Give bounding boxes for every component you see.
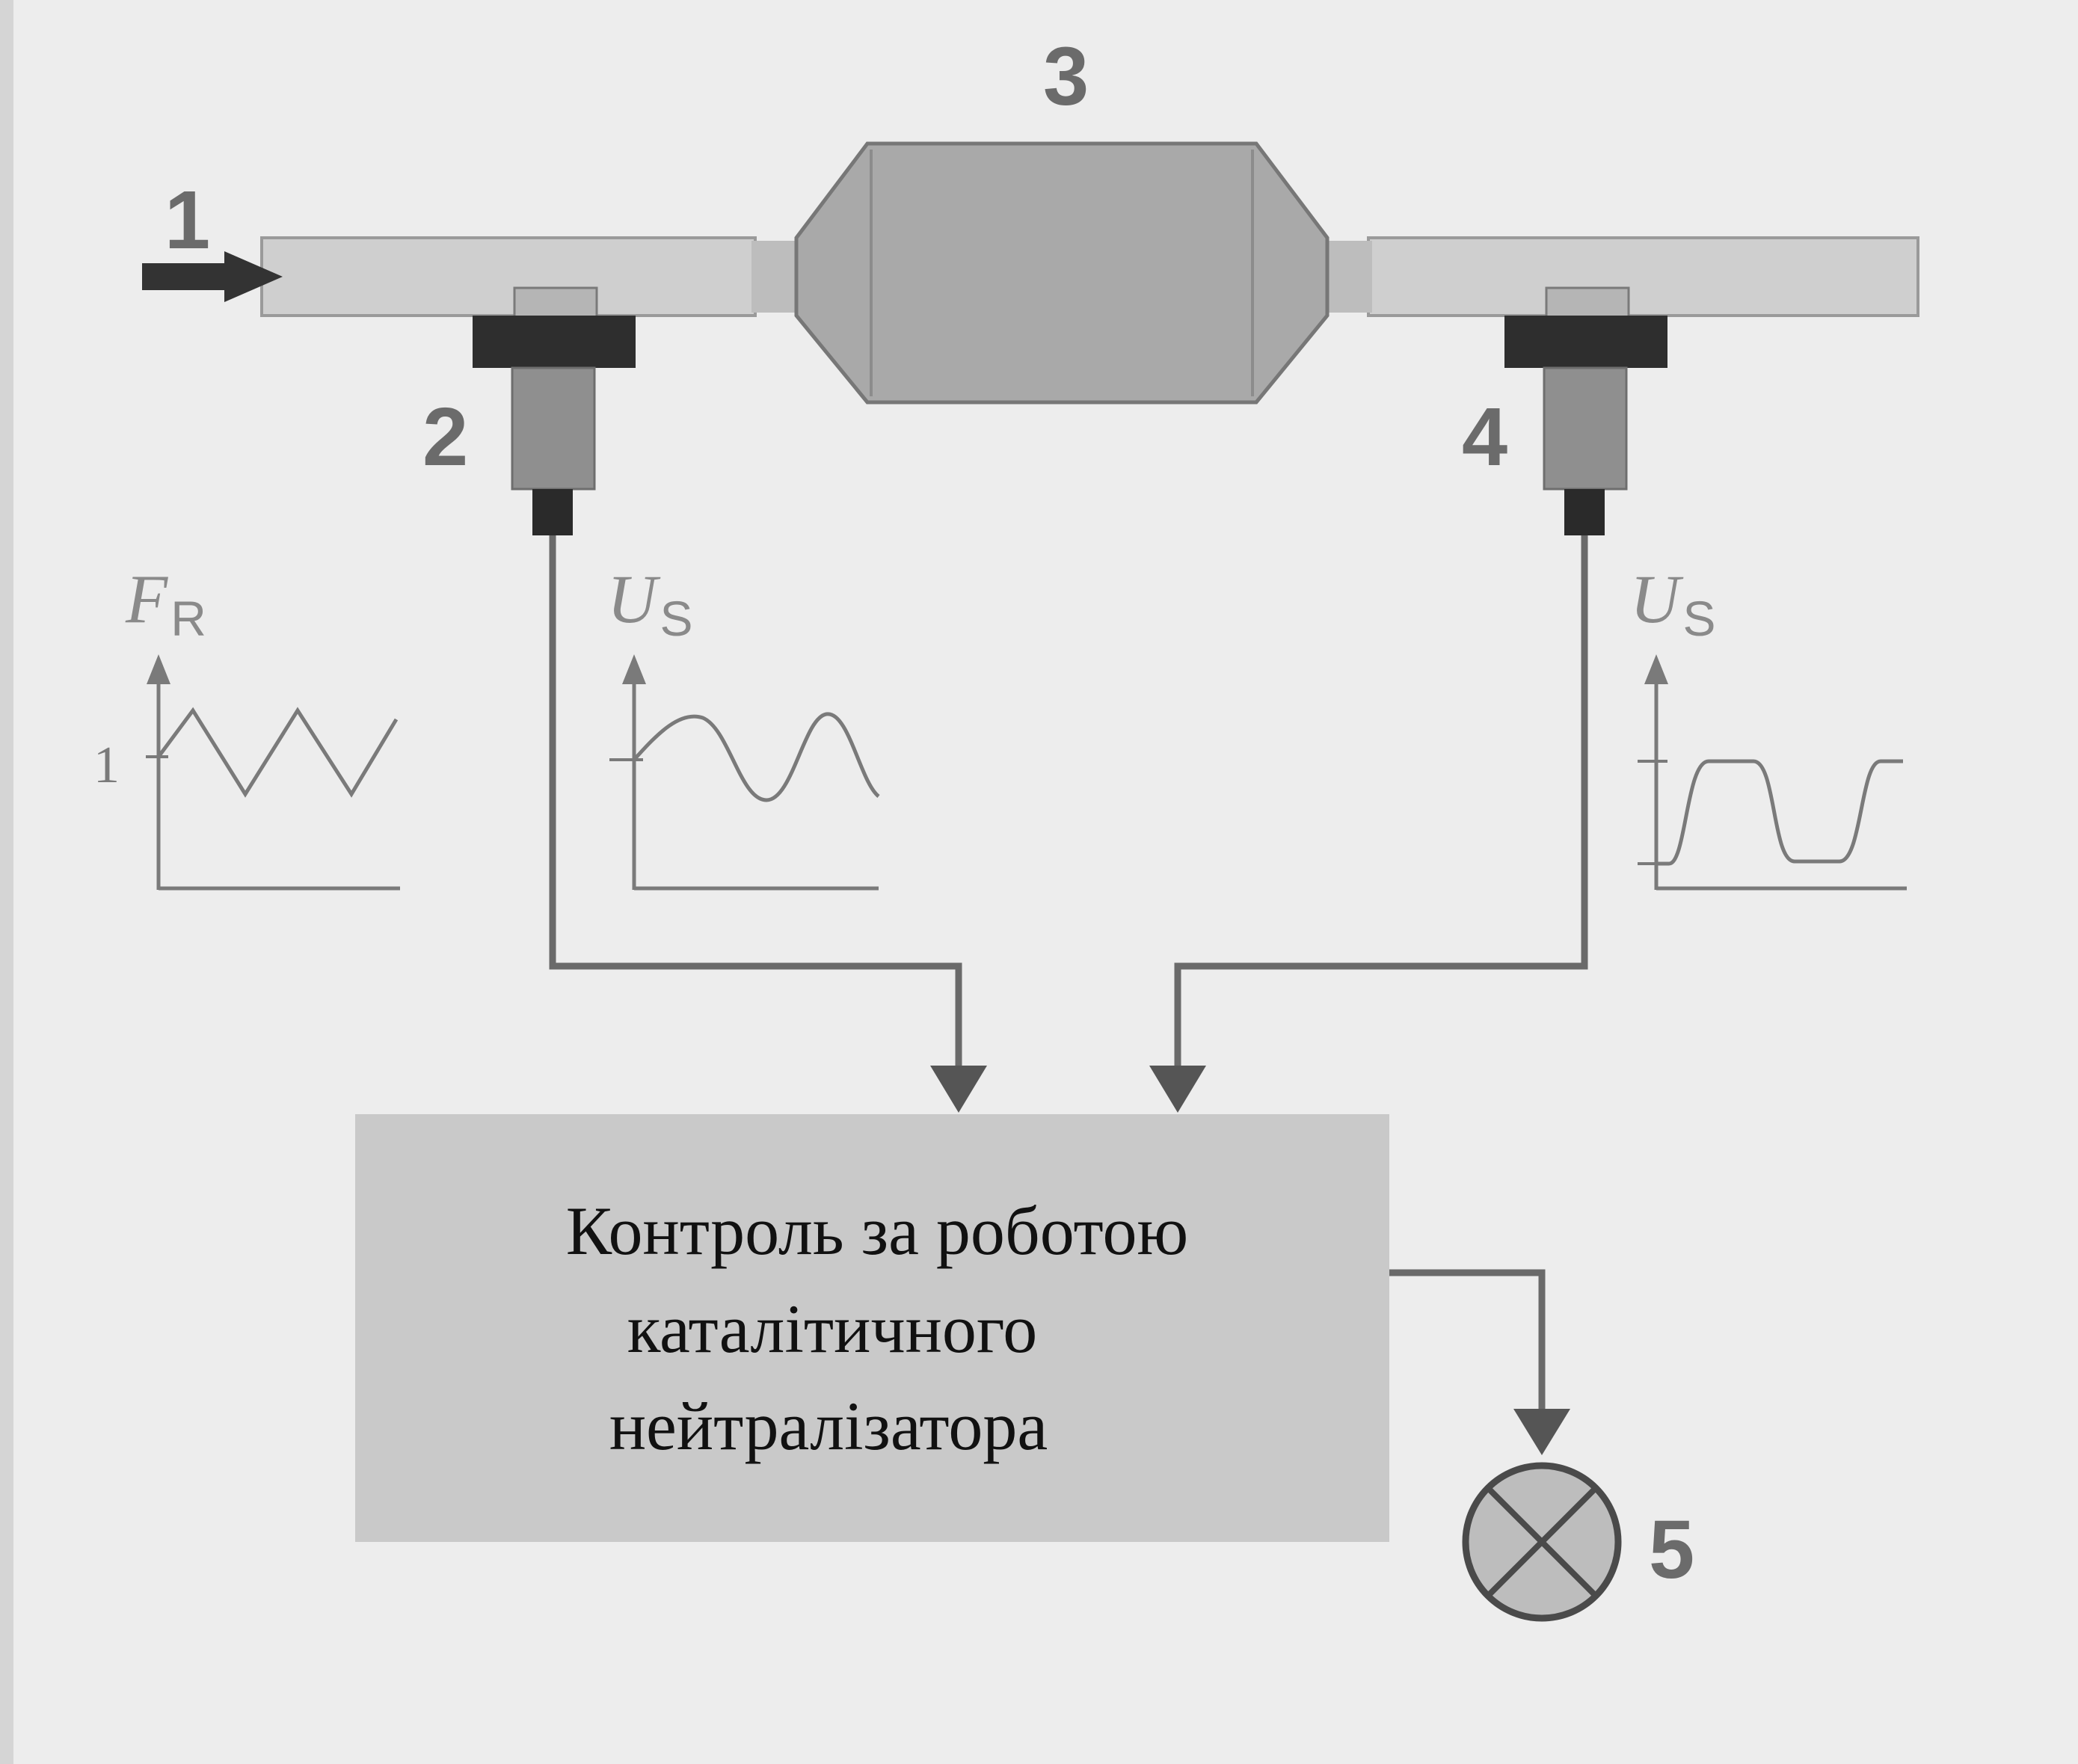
sensor-flange [1504,316,1667,368]
label-inlet: 1 [165,174,210,266]
label-upstream-sensor: 2 [422,391,468,483]
lamp-wire [1389,1269,1546,1412]
lamp-wire-arrow-icon [1513,1409,1570,1455]
upstream-oxygen-sensor [473,286,636,535]
control-box-line-3: нейтралізатора [609,1388,1048,1464]
upstream-voltage-graph-symbol: US [607,561,692,646]
lambda-graph-tick-label: 1 [93,737,120,794]
converter-body [794,141,1330,405]
lambda-graph-curve [156,707,399,798]
upstream-voltage-graph: US [607,561,880,891]
upstream-voltage-graph-curve [633,712,880,802]
label-warning-lamp: 5 [1649,1504,1694,1596]
downstream-wire [1174,535,1588,1069]
signal-wires [549,535,1588,1455]
exhaust-pipe [260,236,1919,317]
lambda-graph-symbol: FR [125,561,206,646]
pipe-outlet-section [1367,236,1919,317]
sensor-body [511,366,596,491]
control-box-line-1: Контроль за роботою [566,1193,1189,1269]
label-downstream-sensor: 4 [1462,391,1507,483]
downstream-voltage-graph-y-arrow-icon [1644,654,1668,684]
sensor-connector [532,489,573,535]
pipe-coupling-left [751,241,796,313]
control-box-line-2: каталітичного [627,1291,1038,1367]
sensor-connector [1564,489,1605,535]
downstream-oxygen-sensor [1504,286,1667,535]
downstream-voltage-graph-curve [1656,759,1903,866]
downstream-voltage-graph: US [1630,561,1907,891]
label-catalytic-converter: 3 [1043,31,1089,123]
lambda-graph-y-arrow-icon [147,654,170,684]
downstream-voltage-graph-symbol: US [1630,561,1715,646]
catalytic-converter [794,141,1330,405]
warning-lamp-icon [1462,1462,1622,1622]
upstream-wire-arrow-icon [930,1066,987,1113]
downstream-wire-arrow-icon [1149,1066,1206,1113]
inlet-arrow-icon [142,251,283,302]
sensor-flange [473,316,636,368]
pipe-coupling-right [1327,241,1372,313]
pipe-inlet-section [260,236,757,317]
upstream-wire [549,535,962,1069]
upstream-voltage-graph-y-arrow-icon [622,654,646,684]
left-border [0,0,13,1764]
control-box [355,1114,1389,1542]
lambda-graph: FR 1 [93,561,400,891]
sensor-body [1543,366,1628,491]
